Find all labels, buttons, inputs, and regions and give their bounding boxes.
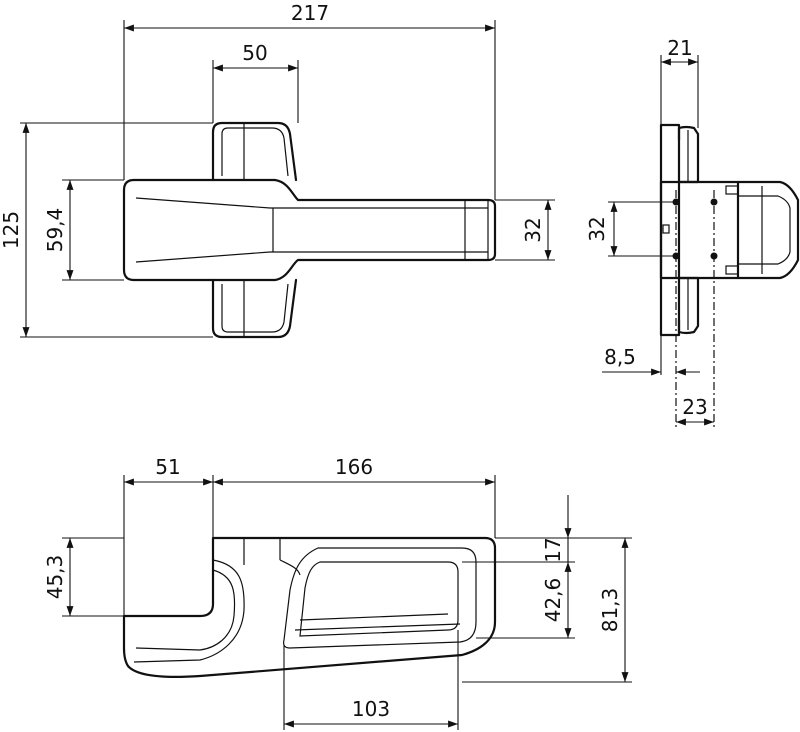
plan-recess-inner [299,561,459,637]
dim-label-42-6: 42,6 [541,578,565,623]
front-view: 217 50 125 59,4 32 [0,1,555,339]
dim-label-17: 17 [541,537,565,562]
handle-profile-inner [738,195,791,265]
plan-recess-line-2 [294,623,461,631]
dim-label-23: 23 [682,395,707,419]
dim-label-8-5: 8,5 [604,345,636,369]
dim-label-81-3: 81,3 [598,588,622,633]
dim-label-45-3: 45,3 [43,555,67,600]
upper-flange-inner [221,127,289,177]
upper-lug [677,125,700,184]
handle-body-outline [122,178,497,282]
handle-profile [736,180,800,280]
dim-label-side-32: 32 [585,216,609,241]
lower-flange-outline [211,278,298,339]
dim-label-166: 166 [335,455,373,479]
dim-label-103: 103 [352,697,390,721]
dim-label-51: 51 [155,455,180,479]
plan-flange-curve [133,559,245,663]
mount-block [659,180,740,280]
dim-label-21: 21 [667,36,692,60]
upper-flange-outline [211,121,298,182]
plan-recess-line [299,613,449,621]
lower-flange-inner [221,283,289,333]
lower-lug [677,276,700,335]
dim-label-32: 32 [521,217,545,242]
handle-inner-line [135,197,488,263]
dim-label-125: 125 [0,211,23,249]
plan-neck-curve [279,559,301,576]
side-view: 21 32 8,5 23 [585,36,800,430]
dim-label-59-4: 59,4 [43,208,67,253]
dim-label-217: 217 [291,1,329,25]
plan-view: 51 166 45,3 17 42,6 81,3 103 [43,455,632,730]
slot [662,224,670,234]
dim-label-50: 50 [242,41,267,65]
plan-recess-outer [283,547,477,649]
clip-bottom [725,265,739,275]
plan-body-outline [122,536,497,678]
plan-flange-curve-2 [135,569,236,651]
clip-top [725,185,739,195]
